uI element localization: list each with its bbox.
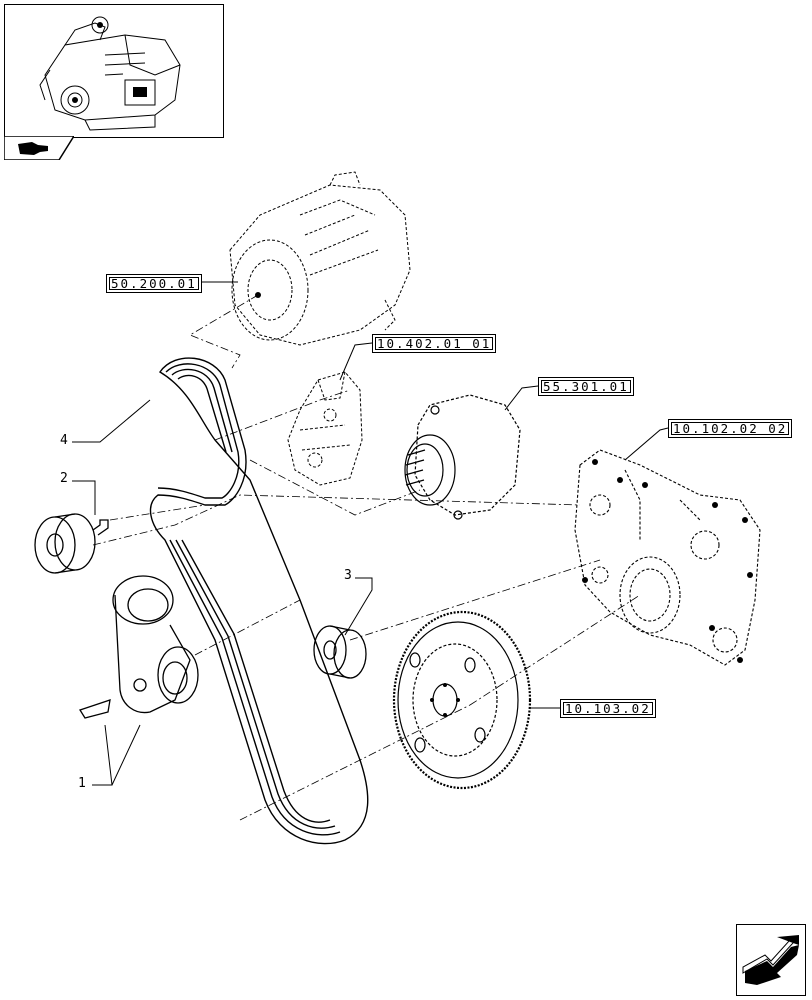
timing-cover [574, 449, 761, 666]
drive-belt [149, 357, 369, 845]
item-number-belt: 4 [60, 433, 68, 448]
ref-box-alternator[interactable]: 55.301.01 [538, 377, 634, 396]
ref-box-bracket[interactable]: 10.402.01 01 [372, 334, 497, 353]
engine-thumbnail-icon[interactable] [4, 4, 224, 138]
alternator [404, 394, 521, 520]
idler-pulley-2 [34, 513, 109, 574]
ref-box-timing-cover[interactable]: 10.102.02 02 [668, 419, 793, 438]
next-page-arrow-icon[interactable] [736, 924, 806, 996]
crankshaft-damper [392, 610, 532, 790]
ref-box-compressor[interactable]: 50.200.01 [106, 274, 202, 293]
bracket-outline [287, 371, 363, 486]
item-number-idler-pulley-small: 3 [344, 568, 352, 583]
leader-lines [72, 281, 669, 786]
timing-cover-bolts [582, 459, 753, 663]
assembly-lines [92, 294, 641, 821]
belt-tensioner [79, 575, 199, 719]
idler-pulley-3 [313, 625, 367, 679]
item-number-idler-pulley: 2 [60, 471, 68, 486]
compressor-outline [229, 171, 411, 346]
item-number-tensioner: 1 [78, 776, 86, 791]
ref-box-damper[interactable]: 10.103.02 [560, 699, 656, 718]
hand-pointer-icon[interactable] [3, 135, 76, 161]
